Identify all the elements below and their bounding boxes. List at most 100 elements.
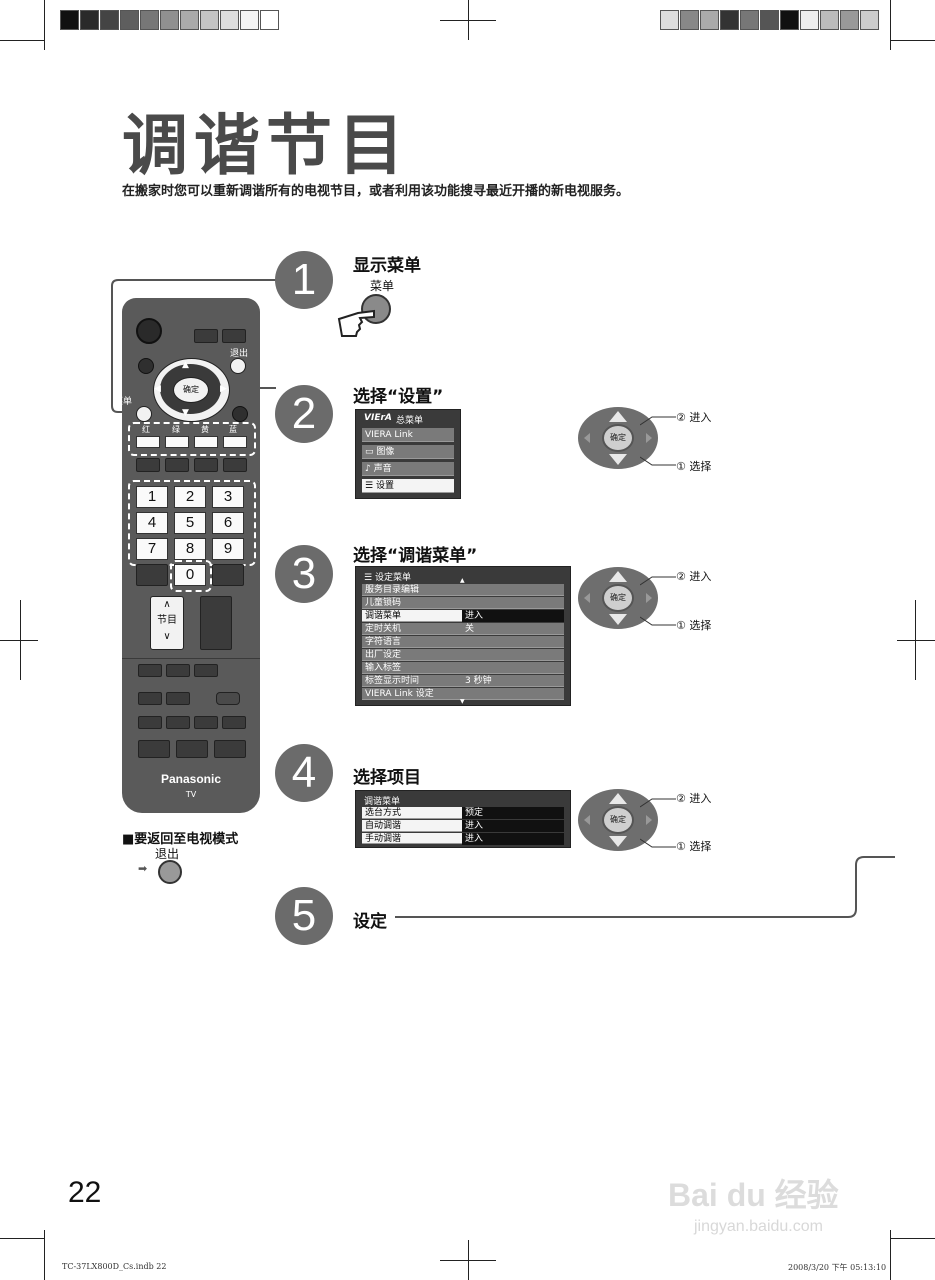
main-menu-item[interactable]: ▭ 图像 — [362, 445, 454, 459]
remote-button[interactable] — [166, 692, 190, 705]
step-5-label: 设定 — [353, 912, 387, 932]
main-menu-item[interactable]: ♪ 声音 — [362, 462, 454, 476]
setup-menu-screen: ☰ 设定菜单 ▲ 服务目录编辑 儿童锁码 调谐菜单进入 定时关机关 字符语言 出… — [355, 566, 571, 706]
red-key-label: 红 — [142, 425, 150, 434]
dpad-select-label: ① 选择 — [676, 619, 712, 632]
number-key-7[interactable]: 7 — [136, 538, 168, 560]
main-menu-item[interactable]: VIERA Link — [362, 428, 454, 442]
menu-button-icon — [361, 294, 391, 324]
number-key-2[interactable]: 2 — [174, 486, 206, 508]
remote-button[interactable] — [194, 329, 218, 343]
remote-button[interactable] — [222, 716, 246, 729]
step-4-label: 选择项目 — [353, 768, 421, 788]
dpad-enter-label: ② 进入 — [676, 792, 712, 805]
dpad-diagram: 确定 — [578, 789, 658, 851]
tuning-menu-item[interactable]: 手动调谐进入 — [362, 833, 564, 845]
remote-button[interactable] — [166, 716, 190, 729]
remote-button[interactable] — [136, 458, 160, 472]
watermark-url: jingyan.baidu.com — [694, 1218, 823, 1235]
setup-menu-item[interactable]: 输入标签 — [362, 662, 564, 674]
remote-button[interactable] — [138, 692, 162, 705]
setup-menu-item[interactable]: 服务目录编辑 — [362, 584, 564, 596]
number-key-3[interactable]: 3 — [212, 486, 244, 508]
list-icon: ☰ — [364, 573, 375, 583]
remote-button[interactable] — [176, 740, 208, 758]
number-key-8[interactable]: 8 — [174, 538, 206, 560]
exit-button[interactable] — [230, 358, 246, 374]
yellow-key[interactable] — [194, 436, 218, 448]
menu-button[interactable] — [136, 406, 152, 422]
scroll-down-icon: ▼ — [460, 698, 465, 705]
tuning-menu-item[interactable]: 选台方式预定 — [362, 807, 564, 819]
left-arrow-icon: ◀ — [154, 384, 161, 394]
channel-label: 节目 — [157, 615, 177, 626]
remote-button[interactable] — [212, 564, 244, 586]
tuning-menu-item[interactable]: 自动调谐进入 — [362, 820, 564, 832]
remote-button[interactable] — [194, 664, 218, 677]
dpad-select-label: ① 选择 — [676, 840, 712, 853]
red-key[interactable] — [136, 436, 160, 448]
remote-button[interactable] — [138, 740, 170, 758]
setup-menu-item[interactable]: 定时关机关 — [362, 623, 564, 635]
remote-button[interactable] — [232, 406, 248, 422]
remote-button[interactable] — [138, 716, 162, 729]
ok-button[interactable]: 确定 — [173, 377, 209, 403]
pointing-hand-icon — [337, 309, 375, 337]
footer-date: 2008/3/20 下午 05:13:10 — [788, 1263, 887, 1272]
ok-button-icon: 确定 — [602, 424, 634, 452]
menu-label: 菜单 — [114, 397, 133, 407]
return-note: ■要返回至电视模式 — [122, 832, 239, 847]
number-key-9[interactable]: 9 — [212, 538, 244, 560]
dpad-diagram: 确定 — [578, 407, 658, 469]
intro-text: 在搬家时您可以重新调谐所有的电视节目，或者利用该功能搜寻最近开播的新电视服务。 — [122, 184, 630, 199]
remote-button[interactable] — [166, 664, 190, 677]
remote-brand: Panasonic — [160, 772, 222, 786]
remote-button[interactable] — [165, 458, 189, 472]
remote-control: 退出 ▲ ▼ ◀ ▶ 确定 菜单 红 绿 黄 蓝 1 2 3 4 5 6 7 8… — [114, 298, 260, 813]
power-button[interactable] — [136, 318, 162, 344]
blue-key-label: 蓝 — [229, 425, 237, 434]
scroll-up-icon: ▲ — [460, 577, 465, 584]
dpad-enter-label: ② 进入 — [676, 570, 712, 583]
channel-up-icon: ∧ — [163, 599, 171, 610]
number-key-0[interactable]: 0 — [174, 564, 206, 586]
footer-file: TC-37LX800D_Cs.indb 22 — [62, 1262, 167, 1271]
setup-menu-item-selected[interactable]: 调谐菜单进入 — [362, 610, 564, 622]
ok-button-icon: 确定 — [602, 806, 634, 834]
setup-menu-item[interactable]: 儿童锁码 — [362, 597, 564, 609]
color-keys-highlight — [128, 422, 256, 456]
dpad-leader-lines — [640, 798, 676, 848]
list-icon: ☰ — [365, 481, 376, 491]
step-4-number: 4 — [275, 744, 333, 802]
yellow-key-label: 黄 — [201, 425, 209, 434]
step-3-number: 3 — [275, 545, 333, 603]
remote-button[interactable] — [136, 564, 168, 586]
number-key-1[interactable]: 1 — [136, 486, 168, 508]
channel-rocker[interactable]: ∧ 节目 ∨ — [150, 596, 184, 650]
setup-menu-item[interactable]: 字符语言 — [362, 636, 564, 648]
step-2-label: 选择“设置” — [353, 387, 444, 407]
remote-button[interactable] — [194, 458, 218, 472]
setup-menu-title: ☰ 设定菜单 — [364, 573, 411, 583]
music-note-icon: ♪ — [365, 464, 374, 474]
remote-button[interactable] — [222, 329, 246, 343]
dpad-enter-label: ② 进入 — [676, 411, 712, 424]
blue-key[interactable] — [223, 436, 247, 448]
remote-button[interactable] — [214, 740, 246, 758]
main-menu-item-selected[interactable]: ☰ 设置 — [362, 479, 454, 493]
remote-button[interactable] — [138, 358, 154, 374]
remote-button[interactable] — [223, 458, 247, 472]
volume-rocker[interactable] — [200, 596, 232, 650]
setup-menu-item[interactable]: VIERA Link 设定 — [362, 688, 564, 700]
number-key-4[interactable]: 4 — [136, 512, 168, 534]
remote-button[interactable] — [138, 664, 162, 677]
remote-button[interactable] — [216, 692, 240, 705]
number-key-6[interactable]: 6 — [212, 512, 244, 534]
number-key-5[interactable]: 5 — [174, 512, 206, 534]
dpad-leader-lines — [640, 416, 676, 466]
setup-menu-item[interactable]: 出厂设定 — [362, 649, 564, 661]
down-arrow-icon: ▼ — [182, 408, 189, 418]
green-key[interactable] — [165, 436, 189, 448]
remote-button[interactable] — [194, 716, 218, 729]
